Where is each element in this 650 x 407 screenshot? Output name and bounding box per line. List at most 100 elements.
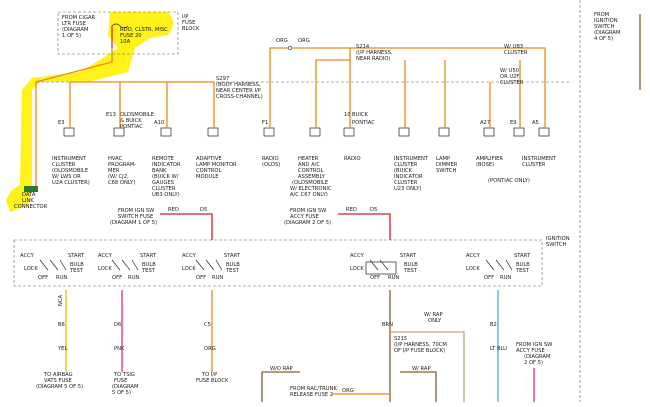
svg-text:RED: RED — [346, 207, 357, 213]
svg-text:BLOCK: BLOCK — [182, 26, 200, 32]
svg-text:(DIAGRAM: (DIAGRAM — [594, 30, 620, 36]
svg-text:OFF: OFF — [370, 275, 380, 281]
svg-text:C5: C5 — [204, 322, 211, 328]
switch-group-4: ACCY START LOCK BULB OFF RUN TEST — [350, 253, 418, 281]
svg-text:LTR FUSE: LTR FUSE — [62, 21, 86, 27]
svg-text:E3: E3 — [58, 120, 65, 126]
orange-bus-s297 — [70, 81, 215, 108]
svg-text:OFF: OFF — [112, 275, 122, 281]
svg-text:LOCK: LOCK — [98, 266, 112, 272]
svg-text:LOCK: LOCK — [350, 266, 364, 272]
svg-text:(BOSE): (BOSE) — [476, 162, 494, 168]
svg-text:START: START — [68, 253, 85, 259]
w-u50-label: W/ U50 OR U2F CLUSTER — [500, 68, 524, 86]
ip-fuse-block-label: I/P FUSE BLOCK — [182, 14, 200, 32]
svg-text:ACCY FUSE: ACCY FUSE — [516, 348, 545, 354]
svg-text:1 OF 5): 1 OF 5) — [62, 33, 81, 39]
svg-text:CLUSTER: CLUSTER — [504, 50, 528, 56]
svg-text:FUSE BLOCK: FUSE BLOCK — [196, 378, 229, 384]
svg-text:ACCY: ACCY — [182, 253, 197, 259]
svg-text:LINK: LINK — [22, 198, 34, 204]
connector-label-1: HVAC PROGRAM- MER (W/ CJ2, C68 ONLY) — [108, 156, 136, 186]
svg-text:LOCK: LOCK — [24, 266, 38, 272]
svg-text:5 OF 5): 5 OF 5) — [112, 390, 131, 396]
svg-text:(OLDS): (OLDS) — [262, 162, 280, 168]
orange-bus-main — [35, 48, 113, 190]
svg-text:FROM IGN SW: FROM IGN SW — [290, 208, 326, 214]
svg-text:INSTRUMENT: INSTRUMENT — [394, 156, 429, 162]
from-cigar-label: FROM CIGAR LTR FUSE (DIAGRAM 1 OF 5) — [62, 15, 96, 39]
connector-stubs — [63, 127, 550, 137]
svg-text:HVAC: HVAC — [108, 156, 123, 162]
from-ign-sw-label: FROM IGN SW SWITCH FUSE (DIAGRAM 1 OF 5) — [110, 208, 157, 226]
svg-text:ACCY: ACCY — [350, 253, 365, 259]
svg-text:FUSE: FUSE — [114, 378, 127, 384]
connector-label-3: ADAPTIVE LAMP MONITOR CONTROL MODULE — [196, 156, 237, 180]
svg-text:LOCK: LOCK — [182, 266, 196, 272]
svg-text:4 OF 5): 4 OF 5) — [594, 36, 613, 42]
svg-text:(I/P HARNESS,: (I/P HARNESS, — [356, 50, 393, 56]
svg-text:INSTRUMENT: INSTRUMENT — [522, 156, 557, 162]
connector-label-10: INSTRUMENT CLUSTER — [522, 156, 557, 168]
switch-group-5: ACCY START LOCK BULB OFF RUN TEST — [466, 253, 531, 281]
svg-text:10: 10 — [344, 112, 351, 118]
svg-text:AMPLIFIER: AMPLIFIER — [476, 156, 503, 162]
svg-text:ACCY: ACCY — [20, 253, 35, 259]
svg-text:START: START — [140, 253, 157, 259]
svg-text:A10: A10 — [154, 120, 164, 126]
switch-group-2: ACCY START LOCK BULB OFF RUN TEST — [98, 253, 157, 281]
svg-text:DATA: DATA — [22, 192, 36, 198]
svg-text:A5: A5 — [532, 120, 539, 126]
svg-text:IGNITION: IGNITION — [594, 18, 618, 24]
svg-text:W/ RAP: W/ RAP — [424, 312, 443, 318]
svg-text:BULB: BULB — [404, 262, 418, 268]
svg-text:OLDSMOBILE: OLDSMOBILE — [120, 112, 154, 118]
fuse-block-box — [57, 11, 179, 55]
svg-text:C68 ONLY): C68 ONLY) — [108, 180, 135, 186]
from-ign-accy-bottom-label: FROM IGN SW ACCY FUSE (DIAGRAM 2 OF 5) — [516, 342, 552, 366]
to-tsig-label: TO TSIG FUSE (DIAGRAM 5 OF 5) — [112, 372, 138, 396]
svg-text:FUSE: FUSE — [182, 20, 195, 26]
svg-text:W/ U50: W/ U50 — [500, 68, 519, 74]
red-wire-right — [338, 213, 391, 240]
connector-label-8: LAMP DIMMER SWITCH — [436, 156, 458, 174]
svg-text:BULB: BULB — [516, 262, 530, 268]
svg-text:CLUSTER: CLUSTER — [394, 180, 418, 186]
svg-text:INDICATOR: INDICATOR — [394, 174, 423, 180]
dlc-label: DATA LINK CONNECTOR — [14, 192, 48, 210]
svg-text:TO TSIG: TO TSIG — [113, 372, 135, 378]
w-rap-label: W/ RAP — [412, 366, 431, 372]
svg-text:TO I/P: TO I/P — [201, 372, 217, 378]
svg-text:F1: F1 — [262, 120, 268, 126]
svg-text:GAUGES: GAUGES — [152, 180, 174, 186]
svg-text:INSTRUMENT: INSTRUMENT — [52, 156, 87, 162]
svg-text:TEST: TEST — [225, 268, 240, 274]
svg-text:FROM: FROM — [594, 12, 609, 18]
svg-text:TEST: TEST — [141, 268, 156, 274]
svg-text:E9: E9 — [510, 120, 517, 126]
svg-text:OFF: OFF — [484, 275, 494, 281]
svg-text:(DIAGRAM: (DIAGRAM — [524, 354, 550, 360]
svg-text:CONNECTOR: CONNECTOR — [14, 204, 48, 210]
svg-text:(I/P HARNESS, 70CM: (I/P HARNESS, 70CM — [394, 342, 447, 348]
svg-text:(OLDSMOBILE: (OLDSMOBILE — [52, 168, 88, 174]
s297-label: S297 — [216, 76, 229, 82]
svg-text:PROGRAM-: PROGRAM- — [108, 162, 136, 168]
svg-text:CLUSTER: CLUSTER — [394, 162, 418, 168]
svg-text:RDO, CLSTR, MISC: RDO, CLSTR, MISC — [120, 27, 168, 33]
svg-text:S215: S215 — [394, 336, 407, 342]
svg-text:START: START — [514, 253, 531, 259]
svg-text:RUN: RUN — [388, 275, 399, 281]
svg-text:HEATER: HEATER — [298, 156, 319, 162]
svg-text:REMOTE: REMOTE — [152, 156, 174, 162]
svg-text:ONLY: ONLY — [428, 318, 442, 324]
w-rap-only-label: W/ RAP ONLY — [424, 312, 443, 324]
svg-text:RUN: RUN — [128, 275, 139, 281]
to-airbag-label: TO AIRBAG VATS FUSE (DIAGRAM 5 OF 5) — [36, 372, 83, 390]
connector-label-9: AMPLIFIER (BOSE) — [476, 156, 503, 168]
svg-text:INDICATOR: INDICATOR — [152, 162, 181, 168]
connector-label-6: RADIO — [344, 156, 361, 162]
svg-text:SWITCH: SWITCH — [546, 242, 566, 248]
svg-text:10A: 10A — [120, 39, 131, 45]
